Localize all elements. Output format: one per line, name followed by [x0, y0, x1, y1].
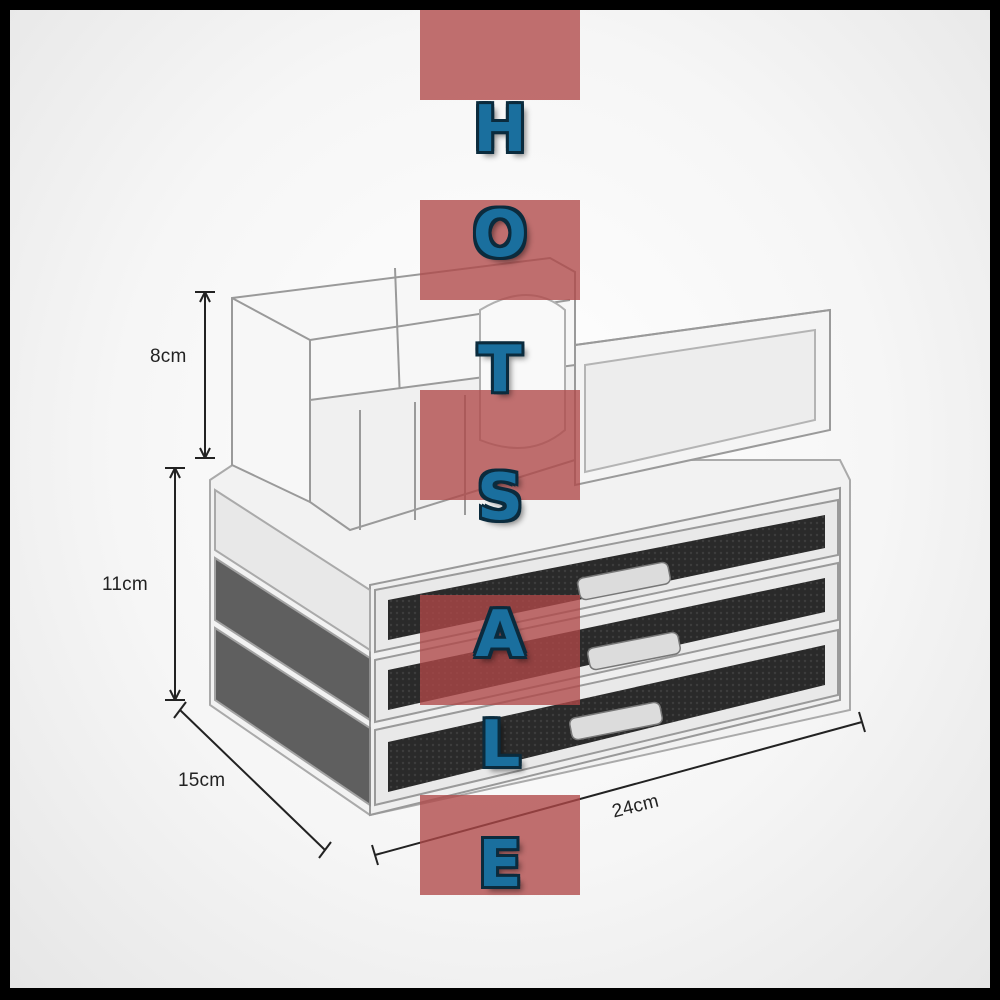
- product-photo: 8cm 11cm 15cm 24cm H O T S A L E: [10, 10, 990, 988]
- depth-label: 15cm: [178, 770, 226, 791]
- banner-band: [420, 795, 580, 895]
- banner-band: [420, 595, 580, 705]
- banner-letter: O: [472, 198, 528, 272]
- banner-letter: T: [478, 333, 522, 407]
- banner-letter: S: [476, 461, 524, 535]
- banner-letter: A: [475, 598, 525, 672]
- banner-band: [420, 390, 580, 500]
- drawer-handles: [569, 561, 681, 741]
- banner-letter: H: [473, 93, 527, 167]
- banner-band: [420, 200, 580, 300]
- drawer-unit: [209, 459, 851, 817]
- banner-letter: E: [478, 828, 522, 902]
- banner-band: [420, 10, 580, 100]
- top-height-label: 8cm: [150, 346, 187, 367]
- banner-letter: L: [479, 708, 521, 782]
- organizer-illustration: [165, 256, 866, 866]
- bottom-height-label: 11cm: [102, 574, 148, 595]
